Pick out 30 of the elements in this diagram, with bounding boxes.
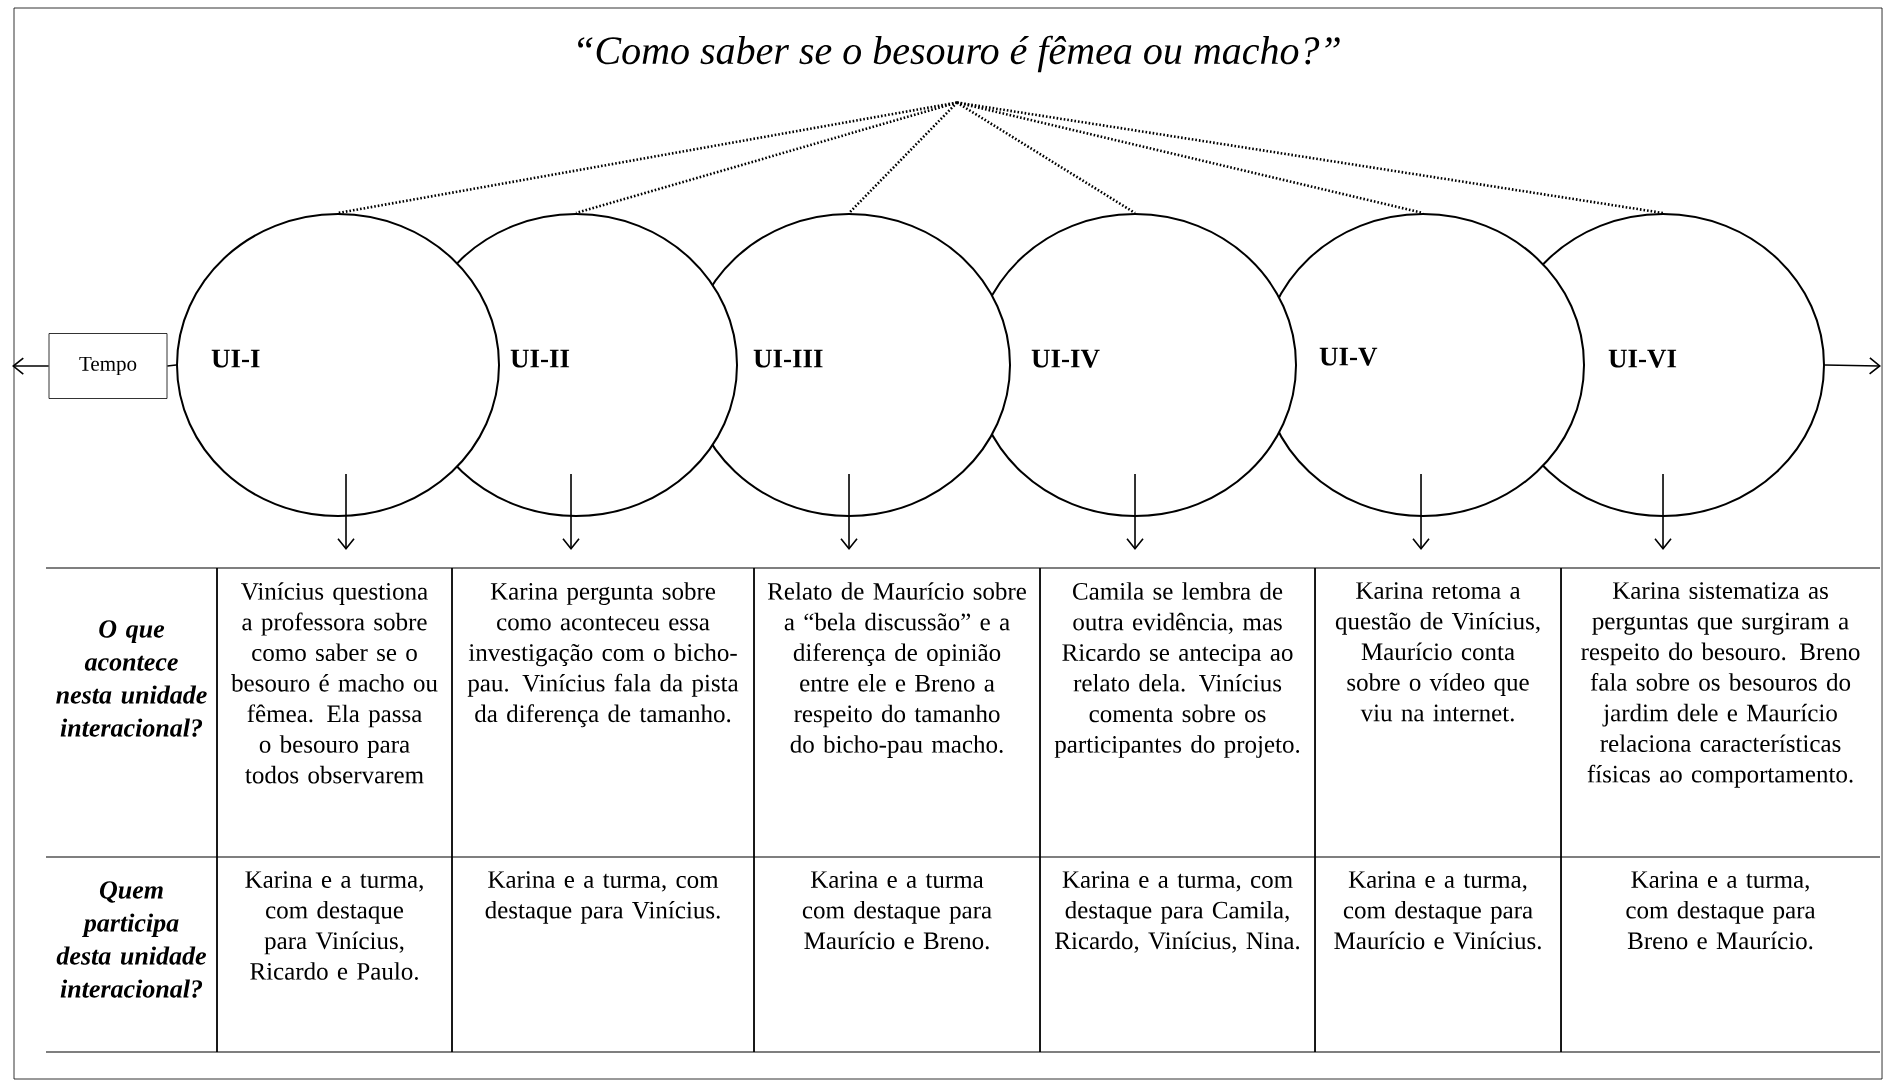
table-cell: Karina e a turma, com destaque para Vinícius, Ricardo e Paulo.	[245, 871, 423, 980]
table-cell: Relato de Maurício sobre a “bela discussão” e a diferença de opinião entre ele e Breno a respeito do tamanho do bicho-pau macho.	[767, 582, 1026, 758]
dotted-line	[337, 101, 958, 215]
dotted-line	[848, 101, 958, 214]
dotted-line	[575, 101, 958, 215]
arrow	[1654, 473, 1672, 550]
table-cell: Karina retoma a questão de Vinícius, Maurício conta sobre o vídeo que viu na internet.	[1335, 582, 1540, 722]
arrow	[562, 473, 580, 550]
question-title: “Como saber se o besouro é fêmea ou macho?”	[578, 35, 1340, 73]
table-cell: Karina e a turma, com destaque para Camila, Ricardo, Vinícius, Nina.	[1055, 871, 1300, 953]
arrow	[1412, 473, 1430, 550]
time-arrow	[1824, 357, 1882, 375]
table-cell: Karina e a turma, com destaque para Breno e Maurício.	[1626, 871, 1816, 950]
arrow	[840, 473, 858, 550]
time-line	[166, 364, 177, 367]
arrow	[1126, 473, 1144, 550]
table-cell: Karina e a turma, com destaque para Maurício e Vinícius.	[1334, 871, 1541, 950]
arrow	[337, 473, 355, 550]
row-header: O que acontece nesta unidade interacional?	[56, 620, 207, 737]
table-cell: Karina sistematiza as perguntas que surgiram a respeito do besouro. Breno fala sobre os besouros do jardim dele e Maurício relaciona características físicas ao comportamento.	[1581, 582, 1860, 788]
table-cell: Karina pergunta sobre como aconteceu essa investigação com o bicho-pau. Vinícius fala da pista da diferença de tamanho.	[467, 582, 739, 728]
table-cell: Karina e a turma, com destaque para Vinícius.	[485, 871, 720, 924]
table-cell: Vinícius questiona a professora sobre como saber se o besouro é macho ou fêmea. Ela passa o besouro para todos observarem	[231, 582, 438, 784]
table-cell: Karina e a turma com destaque para Maurício e Breno.	[802, 871, 992, 950]
dotted-line	[956, 101, 1136, 215]
time-box: Tempo	[48, 333, 168, 399]
table-cell: Camila se lembra de outra evidência, mas Ricardo se antecipa ao relato dela. Vinícius comenta sobre os participantes do projeto.	[1054, 582, 1300, 758]
time-arrow	[12, 357, 50, 375]
row-header: Quem participa desta unidade interacional?	[56, 881, 207, 998]
dotted-line	[956, 101, 1664, 215]
